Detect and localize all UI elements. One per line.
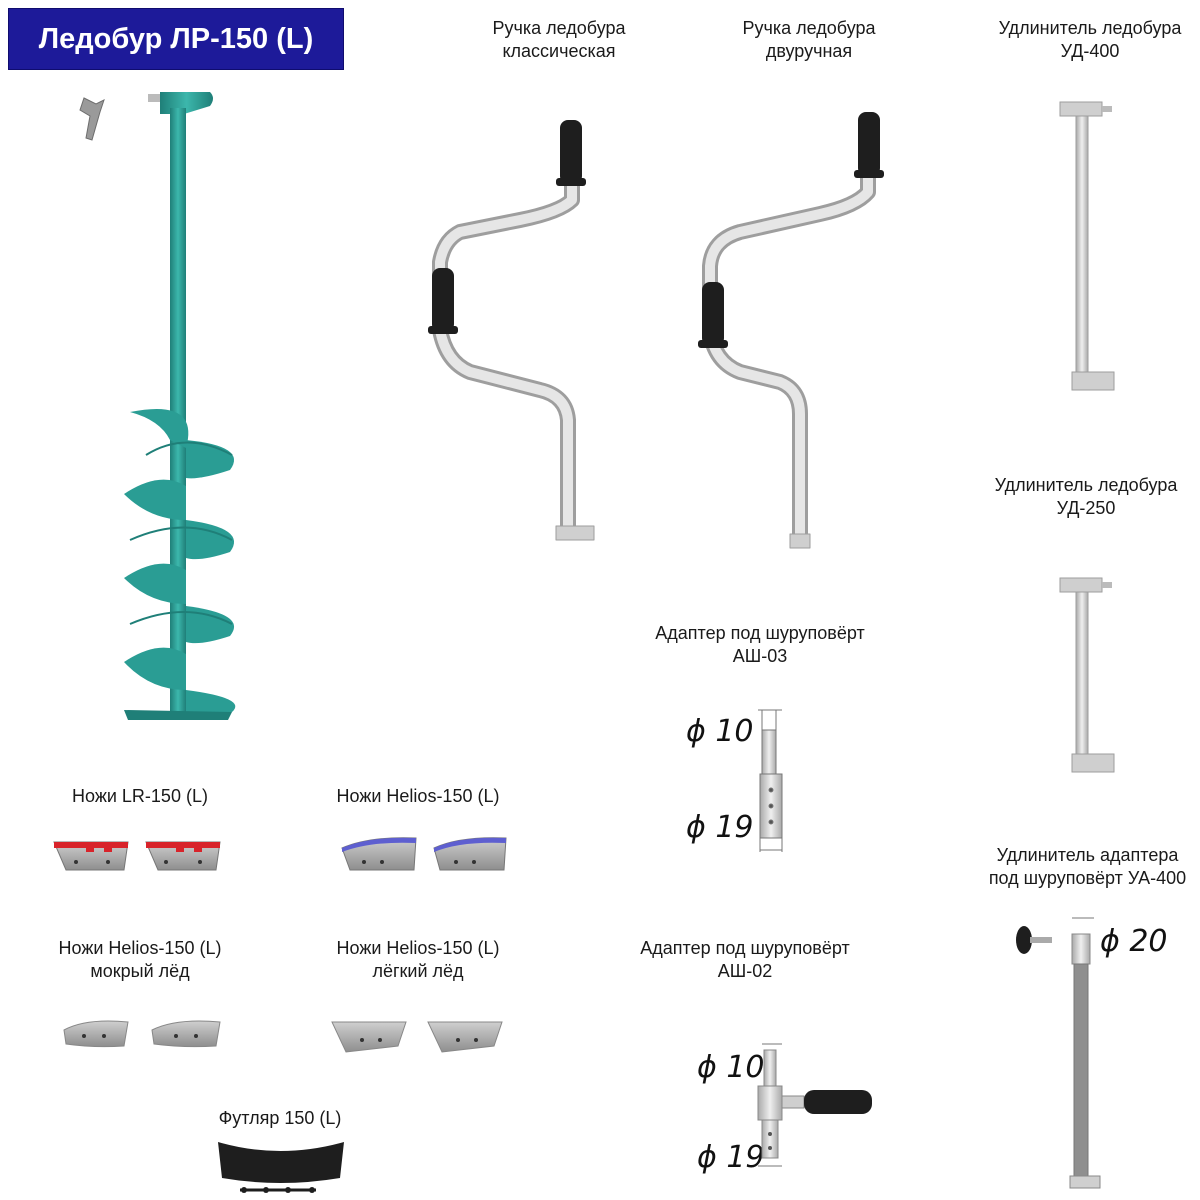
handle-classic-icon bbox=[428, 120, 595, 541]
auger-icon bbox=[124, 92, 236, 720]
dim-a02-bottom: ϕ 19 bbox=[697, 1140, 765, 1175]
handle-two-hand-icon bbox=[698, 112, 884, 549]
caption-knives-helios: Ножи Helios-150 (L) bbox=[336, 786, 500, 806]
caption-case: Футляр 150 (L) bbox=[218, 1108, 342, 1128]
adapter-as02-icon bbox=[757, 1043, 872, 1167]
dim-a02-top: ϕ 10 bbox=[697, 1050, 765, 1085]
extension-ud250-icon bbox=[1059, 577, 1115, 773]
caption-knives-wet: Ножи Helios-150 (L)мокрый лёд bbox=[58, 938, 222, 981]
adapter-extension-ua400-icon bbox=[1016, 917, 1101, 1189]
wing-nut-icon bbox=[79, 97, 105, 141]
page-title: Ледобур ЛР-150 (L) bbox=[8, 8, 344, 70]
knives-helios-wet-icon bbox=[63, 1020, 221, 1048]
extension-ud400-icon bbox=[1059, 101, 1115, 391]
dim-ua-top: ϕ 20 bbox=[1100, 924, 1168, 959]
caption-knives-light: Ножи Helios-150 (L)лёгкий лёд bbox=[336, 938, 500, 981]
knives-helios-icon bbox=[341, 837, 507, 871]
dim-a03-bottom: ϕ 19 bbox=[686, 810, 754, 845]
adapter-as03-icon bbox=[758, 709, 783, 852]
dim-a03-top: ϕ 10 bbox=[686, 714, 754, 749]
knives-lr-icon bbox=[53, 841, 221, 871]
case-icon bbox=[218, 1142, 344, 1193]
knives-helios-light-icon bbox=[331, 1021, 503, 1053]
caption-knives-lr: Ножи LR-150 (L) bbox=[72, 786, 208, 806]
